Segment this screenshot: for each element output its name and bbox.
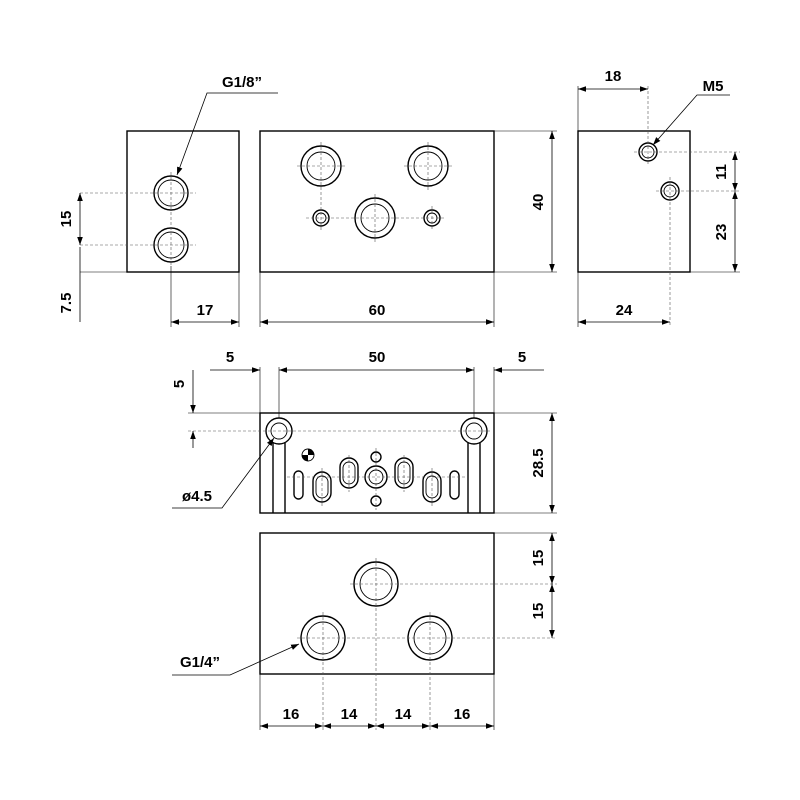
dim-23: 23 — [713, 224, 730, 241]
top-view: 5 50 5 5 28.5 ø4.5 — [171, 349, 557, 514]
dim-14-right: 14 — [395, 706, 412, 723]
dim-5-right: 5 — [518, 349, 526, 366]
callout-g1-4: G1/4” — [180, 654, 220, 671]
dim-15-upper: 15 — [530, 550, 547, 567]
callout-diameter-4-5: ø4.5 — [182, 488, 212, 505]
dim-15-left: 15 — [58, 211, 75, 228]
front-view: 40 60 — [259, 130, 557, 327]
dim-24: 24 — [616, 302, 633, 319]
dim-7-5: 7.5 — [58, 293, 75, 314]
dim-60: 60 — [369, 302, 386, 319]
dim-15-lower: 15 — [530, 603, 547, 620]
dim-5-vertical: 5 — [171, 380, 188, 388]
dim-50: 50 — [369, 349, 386, 366]
dim-16-left: 16 — [283, 706, 300, 723]
dim-28-5: 28.5 — [530, 448, 547, 477]
dim-40: 40 — [530, 194, 547, 211]
dim-17: 17 — [197, 302, 214, 319]
dim-5-left: 5 — [226, 349, 234, 366]
side-view-right: 18 M5 11 23 24 — [577, 68, 740, 327]
dim-16-right: 16 — [454, 706, 471, 723]
side-view-left: 15 7.5 17 G1/8” — [58, 74, 278, 327]
dim-11: 11 — [713, 164, 730, 180]
callout-m5: M5 — [703, 78, 724, 95]
dim-14-left: 14 — [341, 706, 358, 723]
dim-18: 18 — [605, 68, 622, 85]
callout-g1-8: G1/8” — [222, 74, 262, 91]
bottom-view: 15 15 16 14 14 16 G1/4” — [172, 532, 557, 730]
